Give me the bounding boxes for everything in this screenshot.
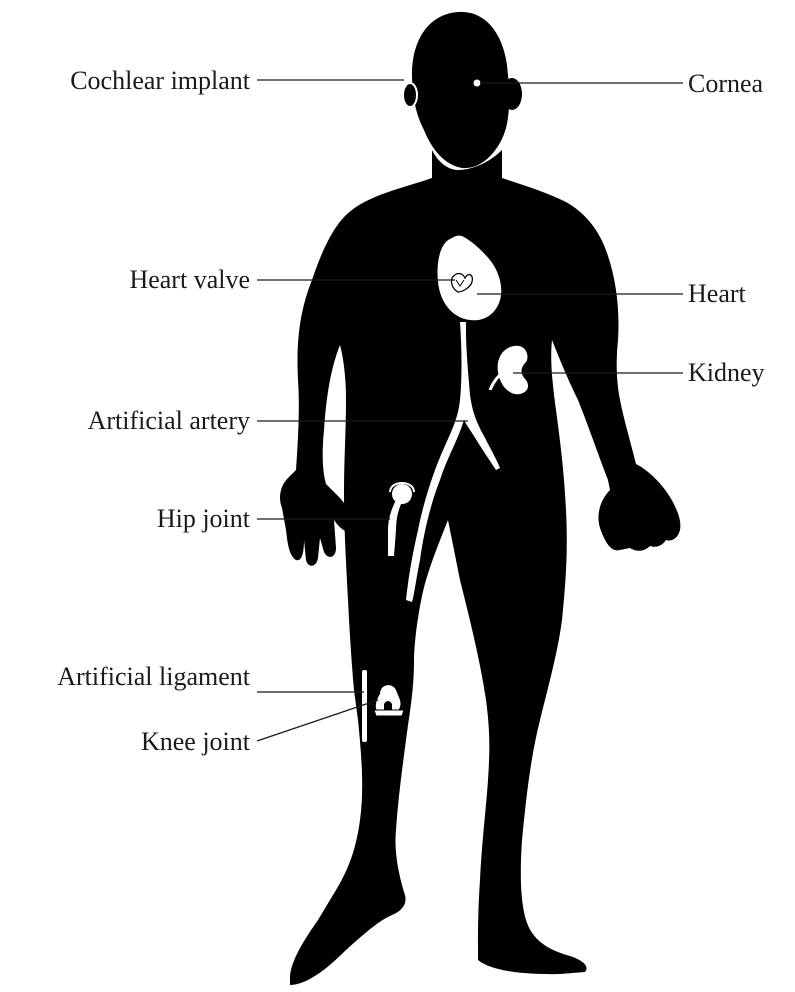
cornea-icon	[473, 79, 481, 87]
label-kidney: Kidney	[688, 358, 765, 387]
label-knee-joint: Knee joint	[141, 727, 251, 756]
knee-joint-base	[374, 710, 404, 716]
label-heart: Heart	[688, 279, 747, 308]
label-artificial-artery: Artificial artery	[88, 406, 250, 435]
label-cornea: Cornea	[688, 69, 764, 98]
label-hip-joint: Hip joint	[157, 504, 251, 533]
label-heart-valve: Heart valve	[129, 265, 250, 294]
hip-joint-ball	[392, 484, 412, 504]
head	[412, 12, 509, 168]
artificial-ligament-icon	[362, 670, 367, 742]
knee-joint-detail	[384, 701, 392, 710]
label-artificial-ligament: Artificial ligament	[57, 662, 251, 691]
label-cochlear-implant: Cochlear implant	[70, 66, 251, 95]
cochlear-implant-shape	[403, 83, 417, 107]
human-silhouette	[280, 12, 680, 985]
